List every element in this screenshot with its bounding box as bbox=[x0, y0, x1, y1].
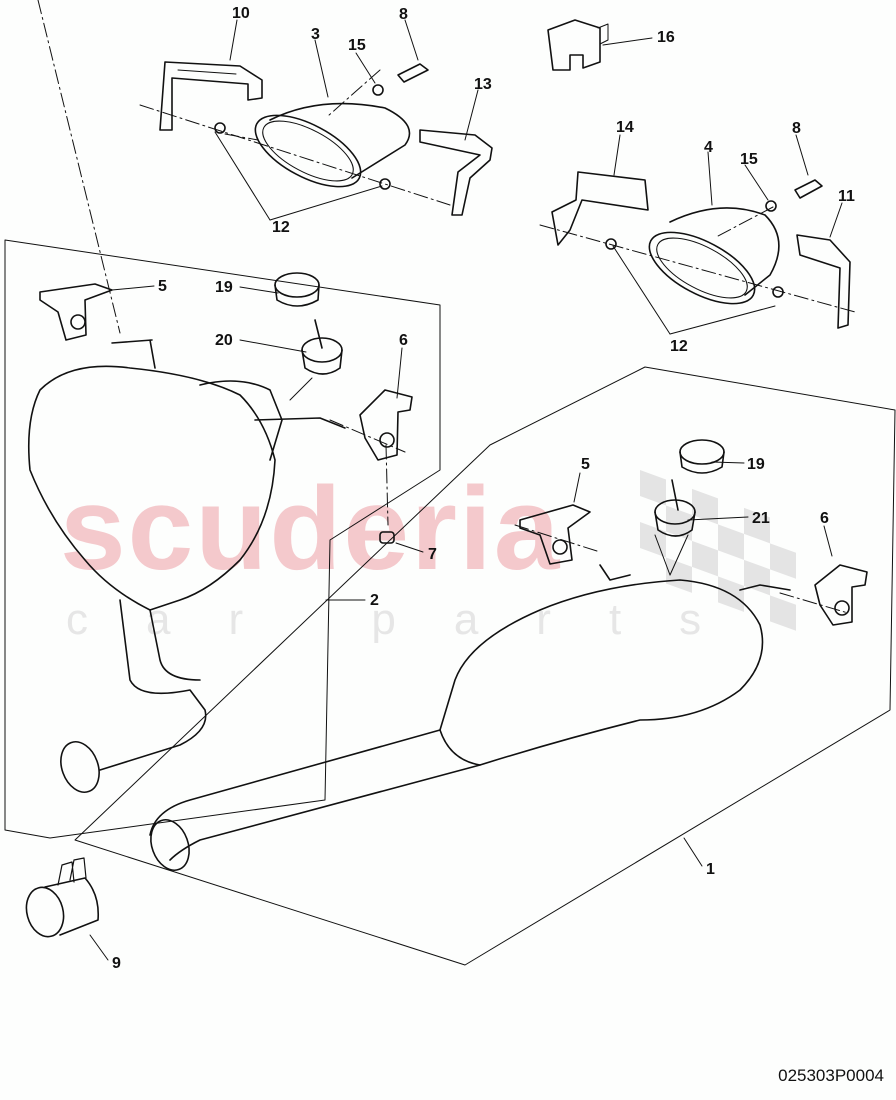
washer-12d bbox=[772, 286, 784, 298]
sensor-plug-20 bbox=[301, 319, 343, 375]
nut-7 bbox=[379, 531, 395, 544]
washer-15a bbox=[372, 84, 384, 96]
watermark-subtitle: car parts bbox=[66, 595, 760, 644]
hanger-5b bbox=[519, 504, 591, 565]
callout-20[interactable]: 20 bbox=[215, 332, 233, 349]
callout-21[interactable]: 21 bbox=[752, 510, 770, 527]
callout-16[interactable]: 16 bbox=[657, 29, 675, 46]
callout-19-left[interactable]: 19 bbox=[215, 279, 233, 296]
callout-15-left[interactable]: 15 bbox=[348, 37, 366, 54]
hanger-5a bbox=[39, 283, 113, 341]
bracket-14 bbox=[551, 171, 649, 246]
bolt-8a bbox=[397, 63, 429, 83]
bracket-13 bbox=[419, 129, 493, 216]
callout-6-left[interactable]: 6 bbox=[399, 332, 408, 349]
callout-4[interactable]: 4 bbox=[704, 139, 713, 156]
washer-15b bbox=[765, 200, 777, 212]
callout-7[interactable]: 7 bbox=[428, 546, 437, 563]
rubber-cap-19b bbox=[679, 439, 725, 474]
washer-12a bbox=[214, 122, 226, 134]
callout-13[interactable]: 13 bbox=[474, 76, 492, 93]
callout-5-left[interactable]: 5 bbox=[158, 278, 167, 295]
callout-9[interactable]: 9 bbox=[112, 955, 121, 972]
pipe-clamp-9 bbox=[25, 857, 100, 938]
callout-12-right[interactable]: 12 bbox=[670, 338, 688, 355]
silencer-2 bbox=[27, 339, 346, 793]
callout-5-right[interactable]: 5 bbox=[581, 456, 590, 473]
callout-2[interactable]: 2 bbox=[370, 592, 379, 609]
bracket-10 bbox=[159, 61, 263, 131]
hanger-6b bbox=[814, 564, 868, 626]
callout-8-left[interactable]: 8 bbox=[399, 6, 408, 23]
bracket-11 bbox=[796, 234, 851, 329]
callout-8-right[interactable]: 8 bbox=[792, 120, 801, 137]
tailpipe-tip-4 bbox=[648, 207, 780, 305]
callout-3[interactable]: 3 bbox=[311, 26, 320, 43]
sensor-plug-21 bbox=[654, 479, 696, 537]
callout-10[interactable]: 10 bbox=[232, 5, 250, 22]
callout-14[interactable]: 14 bbox=[616, 119, 634, 136]
cover-cap-16 bbox=[547, 19, 609, 71]
rubber-cap-19a bbox=[274, 272, 320, 307]
document-number: 025303P0004 bbox=[778, 1066, 884, 1085]
silencer-1 bbox=[149, 564, 791, 871]
callout-1[interactable]: 1 bbox=[706, 861, 715, 878]
watermark-brand: scuderia bbox=[60, 463, 562, 595]
callout-15-right[interactable]: 15 bbox=[740, 151, 758, 168]
washer-12c bbox=[605, 238, 617, 250]
callout-11[interactable]: 11 bbox=[838, 188, 855, 205]
group-outline-right bbox=[74, 366, 896, 966]
group-outline-left bbox=[4, 239, 441, 839]
washer-12b bbox=[379, 178, 391, 190]
tailpipe-tip-3 bbox=[254, 102, 411, 188]
callout-12-left[interactable]: 12 bbox=[272, 219, 290, 236]
bolt-8b bbox=[794, 179, 823, 199]
callout-19-right[interactable]: 19 bbox=[747, 456, 765, 473]
callout-6-right[interactable]: 6 bbox=[820, 510, 829, 527]
leader-lines bbox=[89, 19, 843, 961]
hanger-6a bbox=[359, 389, 413, 461]
axis-lines bbox=[37, 0, 856, 614]
